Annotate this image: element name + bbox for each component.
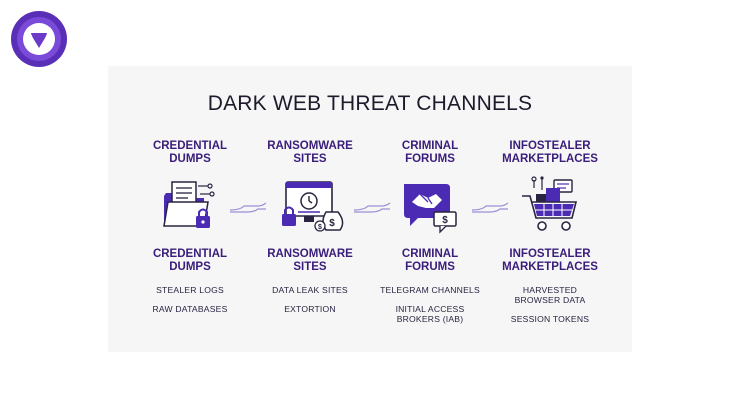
column-bottom-label: CREDENTIAL DUMPS [152,248,228,273]
folder-lock-icon [163,181,215,228]
column-item: TELEGRAM CHANNELS [380,285,480,295]
flow-connector-icon [353,202,391,213]
vpn-shield-logo-icon[interactable] [10,10,68,68]
ransom-timer-icon: $ $ [282,181,344,232]
infographic-title: DARK WEB THREAT CHANNELS [207,92,533,115]
shopping-cart-icon [522,176,578,231]
column-top-label: RANSOMWARE SITES [267,140,353,165]
column-item: HARVESTED BROWSER DATA [514,285,586,305]
column-item: EXTORTION [284,304,336,314]
column-top-label: CREDENTIAL DUMPS [152,140,228,165]
flow-connector-icon [471,202,509,213]
column-item: STEALER LOGS [156,285,224,295]
column-item: INITIAL ACCESS BROKERS (IAB) [395,304,465,324]
svg-text:$: $ [442,215,448,226]
column-bottom-label: INFOSTEALER MARKETPLACES [502,248,598,273]
column-item: DATA LEAK SITES [272,285,348,295]
column-item: RAW DATABASES [152,304,228,314]
svg-text:$: $ [329,218,335,229]
handshake-chat-icon: $ [404,184,457,234]
flow-connector-icon [229,202,267,213]
column-top-label: INFOSTEALER MARKETPLACES [502,140,598,165]
column-top-label: CRIMINAL FORUMS [401,140,459,165]
column-bottom-label: CRIMINAL FORUMS [401,248,459,273]
column-item: SESSION TOKENS [510,314,590,324]
column-bottom-label: RANSOMWARE SITES [267,248,353,273]
svg-text:$: $ [318,224,322,231]
